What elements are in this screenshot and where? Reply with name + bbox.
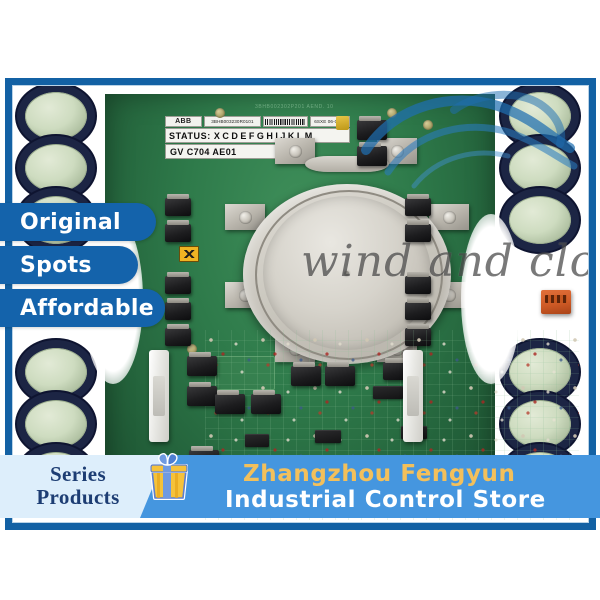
series-line-1: Series <box>49 462 107 486</box>
label-model: GV C704 AE01 <box>165 144 279 159</box>
mounting-pad <box>215 108 225 118</box>
power-transistor <box>291 362 321 386</box>
power-transistor <box>405 298 431 320</box>
capacitor <box>509 92 571 140</box>
orange-terminal-block <box>541 290 571 314</box>
clamp-top-left <box>275 138 315 164</box>
integrated-circuit <box>315 430 341 443</box>
abb-logo-text: ABB <box>165 116 202 127</box>
label-code: 6SXE 06-0162 <box>309 116 350 127</box>
power-transistor <box>405 324 431 346</box>
label-part-number: 3BHB003230R0101 <box>203 116 262 127</box>
thyristor-disc-center-dot <box>344 271 349 276</box>
white-connector-right <box>403 350 423 442</box>
capacitor <box>25 144 87 192</box>
power-transistor <box>165 272 191 294</box>
copper-pour <box>215 356 275 390</box>
mounting-pad <box>423 120 433 130</box>
promo-right-panel <box>140 455 600 518</box>
power-transistor <box>251 390 281 414</box>
capacitor <box>509 196 571 244</box>
gift-box-icon <box>150 453 188 500</box>
power-transistor <box>405 220 431 242</box>
power-transistor <box>165 220 191 242</box>
promo-banner: Series Products Zhangzhou Fengyun Indust… <box>0 455 600 518</box>
mounting-pad <box>187 344 197 354</box>
power-transistor <box>383 358 409 380</box>
capacitor <box>25 92 87 140</box>
power-transistor <box>165 298 191 320</box>
status-prefix: STATUS: <box>169 130 211 141</box>
board-notch-right <box>461 214 521 384</box>
mounting-pad <box>387 108 397 118</box>
power-transistor <box>357 116 387 140</box>
status-letters: X C D E F G H I J K L M <box>213 130 313 141</box>
label-barcode <box>263 116 308 127</box>
badge-spots[interactable]: Spots <box>0 246 138 284</box>
power-transistor <box>357 142 387 166</box>
badge-original[interactable]: Original <box>0 203 156 241</box>
film-capacitor <box>336 116 349 130</box>
capacitor <box>509 400 571 448</box>
capacitor <box>25 348 87 396</box>
power-transistor <box>405 272 431 294</box>
esd-warning-icon <box>179 246 199 262</box>
series-products-label: Series Products <box>18 463 138 509</box>
power-transistor <box>215 390 245 414</box>
capacitor <box>509 144 571 192</box>
abb-product-label: ABB 3BHB003230R0101 6SXE 06-0162 STATUS:… <box>165 116 350 159</box>
capacitor <box>509 348 571 396</box>
silkscreen-top: 3BHB002302P201 AEND. 10 <box>255 104 334 110</box>
integrated-circuit <box>245 434 269 447</box>
capacitor <box>25 400 87 448</box>
series-line-2: Products <box>36 485 120 509</box>
power-transistor <box>325 362 355 386</box>
power-transistor <box>187 382 217 406</box>
power-transistor <box>405 194 431 216</box>
power-transistor <box>187 352 217 376</box>
clamp-right-upper <box>429 204 469 230</box>
store-name: Zhangzhou Fengyun <box>243 461 516 487</box>
label-top-row: ABB 3BHB003230R0101 6SXE 06-0162 <box>165 116 350 127</box>
power-transistor <box>165 194 191 216</box>
integrated-circuit <box>373 386 403 399</box>
label-status-row: STATUS: X C D E F G H I J K L M <box>165 128 350 143</box>
badge-affordable[interactable]: Affordable <box>0 289 165 327</box>
power-transistor <box>165 324 191 346</box>
store-subtitle: Industrial Control Store <box>225 487 546 513</box>
white-connector-left <box>149 350 169 442</box>
